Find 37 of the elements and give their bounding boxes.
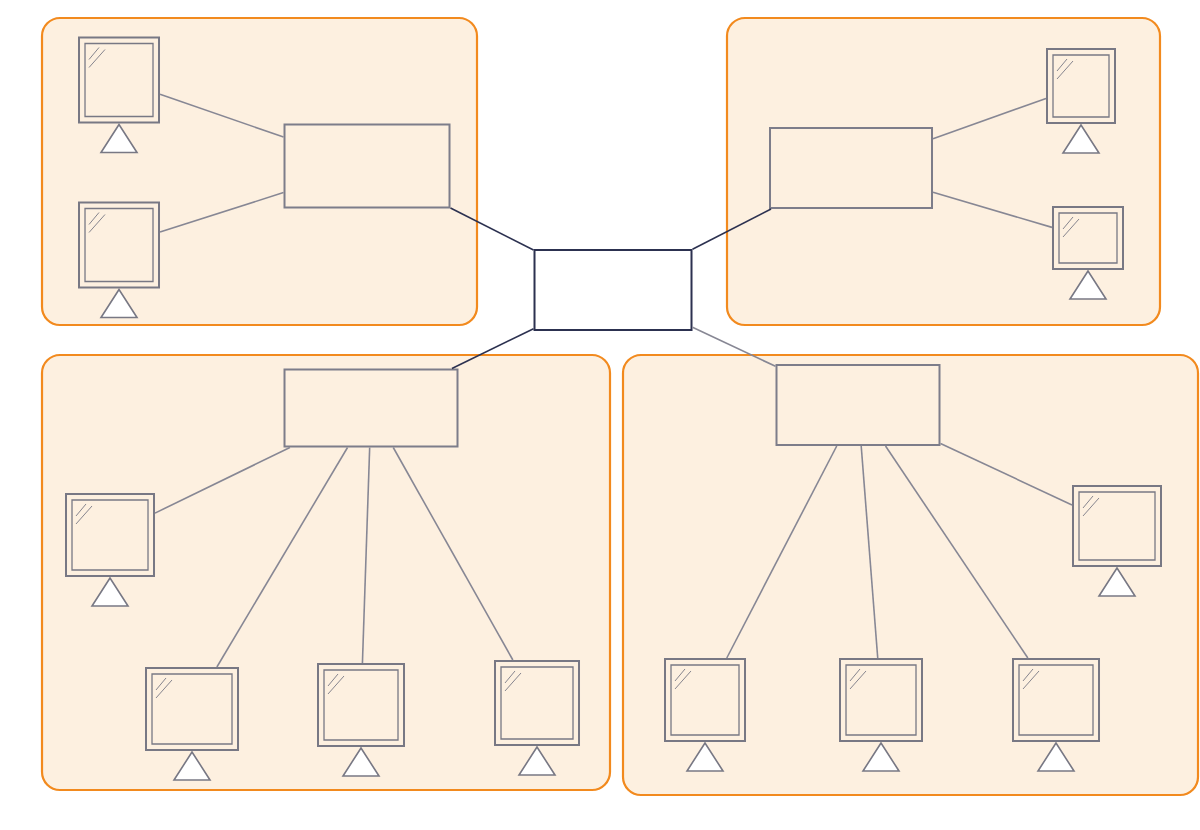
monitor-drawing	[317, 663, 405, 777]
hub-box	[533, 249, 693, 331]
group-area	[621, 353, 1200, 797]
monitor-drawing	[494, 660, 580, 776]
connector-line	[451, 327, 535, 370]
connector-line	[392, 446, 514, 661]
connector-line	[154, 446, 291, 514]
switch-box	[775, 364, 941, 446]
connector-line	[159, 191, 285, 233]
connector-line	[725, 445, 838, 659]
connector-line	[159, 93, 285, 138]
connector-line	[884, 445, 1029, 659]
monitor-drawing	[839, 658, 923, 772]
connector-line	[939, 442, 1073, 506]
connector-line	[361, 446, 371, 664]
connector-line	[932, 97, 1047, 140]
monitor-drawing	[1046, 48, 1116, 154]
monitor-drawing	[664, 658, 746, 772]
monitor-drawing	[1052, 206, 1124, 300]
group-area	[725, 16, 1162, 327]
monitor-drawing	[145, 667, 239, 781]
connector-line	[216, 446, 349, 668]
connector-line	[860, 445, 879, 659]
group-area	[40, 353, 612, 792]
monitor-drawing	[1012, 658, 1100, 772]
monitor-drawing	[78, 201, 160, 319]
monitor-drawing	[65, 493, 155, 607]
monitor-drawing	[78, 36, 160, 154]
switch-box	[283, 368, 459, 448]
connector-line	[932, 191, 1053, 229]
connector-line	[691, 208, 772, 251]
switch-box	[283, 123, 451, 209]
monitor-drawing	[1072, 485, 1162, 597]
connector-line	[449, 207, 535, 251]
group-area	[40, 16, 479, 327]
connector-line	[691, 326, 777, 368]
switch-box	[769, 127, 933, 209]
